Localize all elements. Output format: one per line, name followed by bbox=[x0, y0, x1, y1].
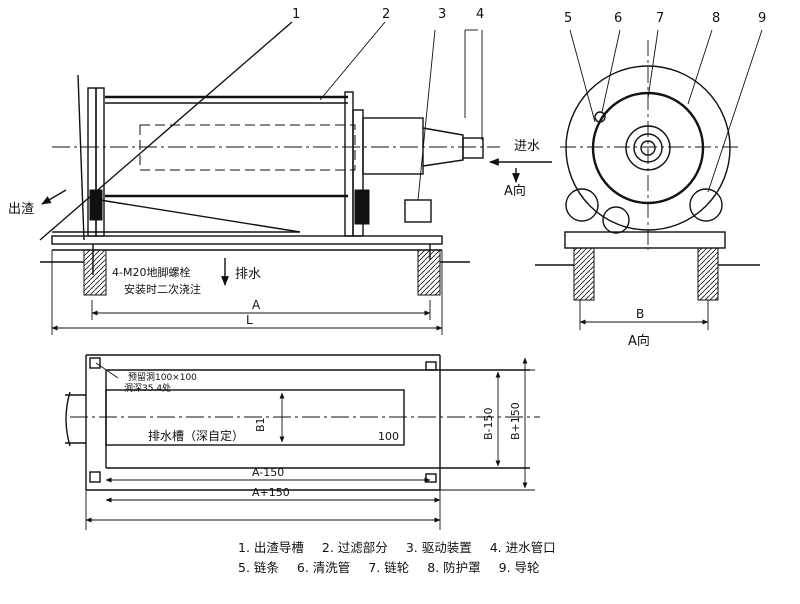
callout-leader-9 bbox=[707, 29, 763, 193]
guide-roller-right bbox=[689, 188, 723, 222]
label-dim-L: L bbox=[246, 313, 253, 327]
end-foundation-left bbox=[573, 247, 595, 301]
drive-housing bbox=[362, 117, 424, 175]
callout-leader-6 bbox=[601, 29, 621, 113]
reserved-hole-bl bbox=[89, 471, 101, 483]
label-dim-A: A bbox=[252, 298, 261, 312]
drain-pipe-stub bbox=[65, 391, 86, 447]
sprocket-circle bbox=[591, 91, 705, 205]
legend-item-2: 2. 过滤部分 bbox=[321, 540, 388, 555]
foundation-plan bbox=[65, 354, 540, 530]
label-bolt-note-1: 4-M20地脚螺栓 bbox=[112, 265, 190, 279]
chute-line bbox=[99, 199, 301, 233]
legend-item-9: 9. 导轮 bbox=[498, 560, 540, 575]
hub-outer bbox=[625, 125, 671, 171]
label-reserved-hole-2: 洞深35.4处 bbox=[124, 382, 171, 394]
callout-leader-2 bbox=[319, 21, 386, 101]
parts-legend: 1. 出渣导槽 2. 过滤部分 3. 驱动装置 4. 进水管口 5. 链条 6.… bbox=[238, 538, 698, 578]
end-base bbox=[564, 231, 726, 249]
label-view-a-caption: A向 bbox=[628, 333, 650, 349]
label-dim-A-plus: A+150 bbox=[252, 486, 290, 499]
label-dim-100: 100 bbox=[378, 430, 399, 443]
callout-numbers: 1 2 3 4 5 6 7 8 9 bbox=[292, 7, 766, 26]
callout-leader-7 bbox=[647, 29, 659, 99]
label-view-a-arrow: A向 bbox=[504, 183, 526, 199]
hub-inner bbox=[633, 133, 663, 163]
screen-body-hidden bbox=[139, 124, 356, 171]
legend-item-5: 5. 链条 bbox=[238, 560, 279, 575]
legend-item-6: 6. 清洗管 bbox=[296, 560, 351, 575]
label-bolt-note-2: 安装时二次浇注 bbox=[124, 282, 201, 296]
drain-pipe bbox=[602, 206, 630, 234]
reserved-hole-tl bbox=[89, 357, 101, 369]
sprocket-block bbox=[354, 189, 370, 225]
callout-leader-8 bbox=[687, 29, 713, 105]
label-drain: 排水 bbox=[235, 267, 261, 282]
callout-3: 3 bbox=[438, 7, 446, 22]
right-frame-post bbox=[344, 91, 354, 237]
label-dim-B: B bbox=[636, 307, 644, 321]
drawing-labels: 进水 A向 出渣 排水 4-M20地脚螺栓 安装时二次浇注 A L B A向 预… bbox=[8, 139, 650, 499]
callout-leader-1 bbox=[39, 21, 293, 241]
drum-shell bbox=[565, 65, 731, 231]
left-bearing-block bbox=[89, 189, 103, 221]
label-drain-trench: 排水槽（深自定） bbox=[148, 428, 244, 443]
legend-item-3: 3. 驱动装置 bbox=[405, 540, 472, 555]
label-dim-A-minus: A-150 bbox=[252, 466, 284, 479]
guide-roller-left bbox=[565, 188, 599, 222]
legend-row-2: 5. 链条 6. 清洗管 7. 链轮 8. 防护罩 9. 导轮 bbox=[238, 558, 698, 578]
end-foundation-right bbox=[697, 247, 719, 301]
shaft bbox=[640, 140, 656, 156]
label-slag-out: 出渣 bbox=[8, 202, 34, 217]
drive-motor bbox=[404, 199, 432, 223]
callout-6: 6 bbox=[614, 11, 622, 26]
callout-5: 5 bbox=[564, 11, 572, 26]
label-reserved-hole-1: 预留洞100×100 bbox=[128, 371, 197, 383]
legend-item-4: 4. 进水管口 bbox=[489, 540, 556, 555]
callout-4: 4 bbox=[476, 7, 484, 22]
right-foundation bbox=[417, 249, 441, 296]
label-water-in: 进水 bbox=[514, 139, 540, 154]
left-foundation bbox=[83, 249, 107, 296]
label-dim-B1: B1 bbox=[254, 417, 267, 432]
reserved-hole-tr bbox=[425, 361, 437, 371]
side-elevation bbox=[39, 21, 552, 335]
hole-leader bbox=[95, 362, 119, 379]
wash-pipe-end bbox=[594, 111, 606, 123]
label-dim-B-minus: B-150 bbox=[482, 407, 495, 440]
callout-8: 8 bbox=[712, 11, 720, 26]
callout-2: 2 bbox=[382, 7, 390, 22]
callout-9: 9 bbox=[758, 11, 766, 26]
callout-leader-3 bbox=[417, 29, 436, 201]
callout-1: 1 bbox=[292, 7, 300, 22]
base-beam bbox=[51, 235, 443, 245]
inlet-pipe bbox=[462, 137, 484, 159]
label-dim-B-plus: B+150 bbox=[509, 402, 522, 440]
legend-row-1: 1. 出渣导槽 2. 过滤部分 3. 驱动装置 4. 进水管口 bbox=[238, 538, 698, 558]
legend-item-8: 8. 防护罩 bbox=[427, 560, 481, 575]
slag-out-arrow bbox=[41, 189, 67, 205]
legend-item-7: 7. 链轮 bbox=[368, 560, 410, 575]
left-guide-plate bbox=[77, 74, 85, 241]
reserved-hole-br bbox=[425, 473, 437, 483]
end-view bbox=[535, 29, 763, 330]
callout-7: 7 bbox=[656, 11, 664, 26]
callout-leader-5 bbox=[569, 29, 596, 123]
legend-item-1: 1. 出渣导槽 bbox=[238, 540, 304, 555]
